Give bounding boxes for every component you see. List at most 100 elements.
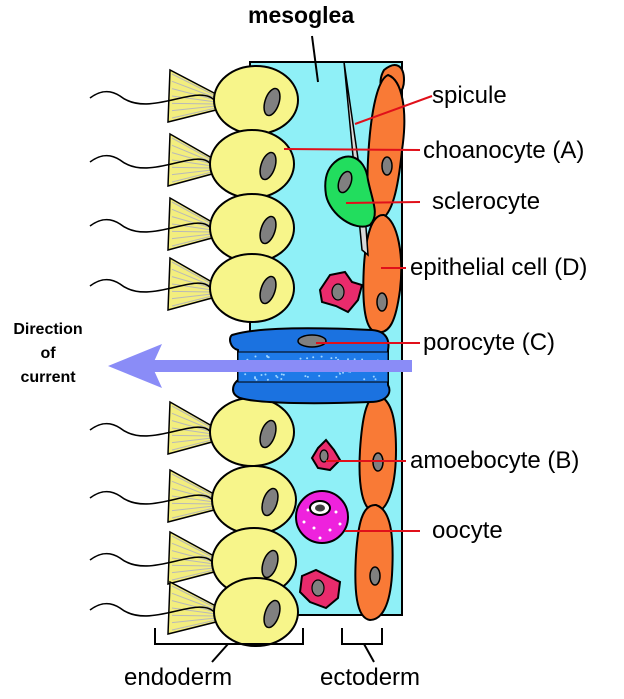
choanocyte-cells	[209, 65, 299, 647]
microvillus	[171, 169, 213, 176]
flagellum	[89, 552, 215, 567]
porocyte-granule	[275, 374, 278, 377]
microvillus	[171, 507, 215, 519]
porocyte-granule	[374, 378, 377, 381]
choanocyte-collars	[167, 68, 217, 635]
flagellum	[89, 422, 213, 437]
porocyte-granule	[312, 356, 315, 359]
label-spicule: spicule	[432, 82, 507, 109]
porocyte-granule	[363, 378, 366, 381]
microvillus	[171, 276, 213, 289]
leader-spicule	[354, 95, 433, 125]
leader-choanocyte	[283, 148, 421, 151]
nucleus	[381, 156, 393, 176]
microvillus	[171, 585, 217, 609]
porocyte-granule	[299, 357, 302, 360]
nucleus	[376, 292, 388, 312]
microvillus	[171, 473, 215, 497]
nucleus	[369, 566, 381, 586]
choanocyte-nucleus	[259, 275, 277, 305]
porocyte-granule	[260, 374, 263, 376]
ectoderm-nuclei	[369, 156, 393, 586]
porocyte-granule	[320, 355, 323, 358]
microvillus	[171, 405, 213, 429]
microvillus	[171, 480, 215, 499]
microvillus	[171, 137, 213, 161]
choanocyte-nucleus	[263, 599, 281, 629]
current-direction-label: Direction of current	[0, 318, 96, 390]
microvillus	[171, 293, 213, 300]
porocyte-granule	[318, 374, 321, 377]
choanocyte-body	[213, 65, 299, 135]
flagella	[89, 90, 217, 617]
microvillus	[171, 290, 213, 293]
porocyte-granule	[255, 378, 258, 381]
label-porocyte: porocyte (C)	[423, 329, 556, 356]
microvillus	[171, 95, 217, 103]
microvillus	[171, 488, 215, 501]
porocyte-granule	[335, 356, 337, 359]
sclerocyte-cell	[324, 155, 376, 228]
microvillus	[171, 268, 213, 287]
layer-brackets	[154, 628, 383, 663]
flagellum	[89, 602, 217, 617]
porocyte-granule	[280, 378, 283, 380]
porocyte-granule	[306, 375, 309, 378]
porocyte-granule	[264, 373, 267, 376]
label-sclerocyte: sclerocyte	[432, 188, 541, 215]
microvillus	[171, 619, 217, 631]
porocyte-granule	[282, 373, 285, 376]
porocyte-granule	[276, 376, 279, 379]
microvillus	[171, 223, 213, 231]
microvillus	[171, 73, 217, 97]
label-choanocyte: choanocyte (A)	[423, 137, 585, 164]
choanocyte-nucleus	[261, 487, 279, 517]
choanocyte-nucleus	[263, 87, 281, 117]
microvillus	[171, 502, 215, 505]
leader-sclerocyte	[345, 201, 421, 204]
microvillus	[171, 295, 213, 307]
current-line-2: of	[40, 345, 56, 362]
microvillus	[171, 564, 215, 567]
choanocyte-body	[209, 397, 295, 467]
choanocyte-nucleus	[259, 215, 277, 245]
epithelial-cell	[354, 503, 394, 622]
microvillus	[171, 201, 213, 225]
microvillus	[171, 600, 217, 613]
microvillus	[171, 159, 213, 167]
label-ectoderm: ectoderm	[320, 664, 421, 691]
microvillus	[171, 437, 213, 444]
porocyte-granule	[254, 377, 257, 380]
choanocyte-nucleus	[259, 151, 277, 181]
porocyte-granule	[266, 355, 268, 357]
microvillus	[171, 569, 215, 581]
flagellum	[89, 218, 213, 233]
epithelial-cell	[362, 214, 403, 334]
choanocyte-nucleus	[261, 549, 279, 579]
microvillus	[171, 592, 217, 611]
microvillus	[171, 412, 213, 431]
microvillus	[171, 420, 213, 433]
microvillus	[171, 152, 213, 165]
microvillus	[171, 557, 215, 565]
microvillus	[171, 439, 213, 451]
flagellum	[89, 90, 217, 105]
porocyte-granule	[372, 375, 375, 378]
leader-lines	[283, 95, 433, 532]
microvillus	[171, 550, 215, 563]
porocyte-granule	[330, 357, 333, 360]
microvillus	[171, 107, 217, 119]
choanocyte-body	[209, 253, 295, 323]
microvillus	[171, 434, 213, 437]
choanocyte-body	[213, 577, 299, 647]
microvillus	[171, 166, 213, 169]
ectoderm-layer	[354, 64, 406, 622]
porocyte-granule	[353, 358, 356, 361]
current-line-1: Direction	[13, 321, 83, 338]
microvillus	[171, 495, 215, 503]
mesoglea-leader	[311, 35, 319, 83]
microvillus	[171, 567, 215, 574]
choanocyte-nucleus	[259, 419, 277, 449]
endoderm-bracket	[154, 628, 304, 663]
